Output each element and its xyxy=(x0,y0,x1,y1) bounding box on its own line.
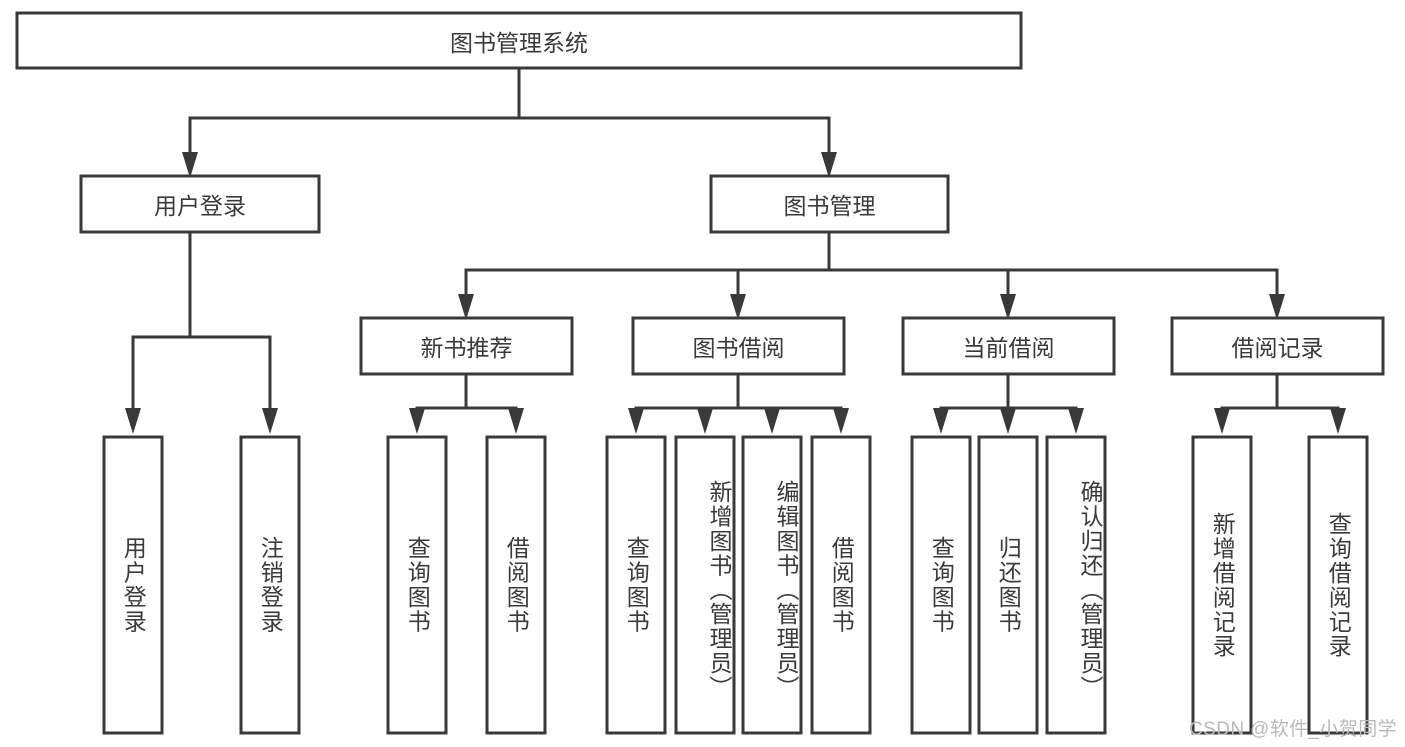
arrow-head-currentborrow-leaf-3 xyxy=(1068,408,1084,434)
arrow-head-currentborrow xyxy=(1000,294,1016,320)
connector-line-userlogin-1 xyxy=(131,232,192,412)
connector-newbook-to-leaves xyxy=(409,374,524,434)
connector-currentborrow-to-leaves xyxy=(933,374,1084,434)
node-box-leaf-borrow-book-2[interactable] xyxy=(810,435,872,735)
node-box-leaf-add-record[interactable] xyxy=(1191,435,1253,735)
arrow-head-borrowrecord xyxy=(1269,294,1285,320)
connector-line-currentborrow-1 xyxy=(939,374,1010,412)
node-box-book-borrow[interactable] xyxy=(631,316,846,376)
connector-line-bookmgmt-1 xyxy=(464,232,831,298)
arrow-head-borrowbook-leaf-3 xyxy=(764,408,780,434)
arrow-head-newbook-leaf-2 xyxy=(508,408,524,434)
arrow-head-bookmgmt xyxy=(821,152,837,178)
connector-line-root-bookmgmt xyxy=(519,116,831,155)
node-box-leaf-logout[interactable] xyxy=(239,435,301,735)
node-box-leaf-add-book[interactable] xyxy=(674,435,736,735)
node-box-leaf-query-book-2[interactable] xyxy=(605,435,667,735)
node-box-user-login[interactable] xyxy=(79,174,321,234)
arrow-head-currentborrow-leaf-1 xyxy=(933,408,949,434)
connector-line-borrowbook-4 xyxy=(738,406,843,412)
connector-line-currentborrow-3 xyxy=(1008,406,1078,412)
arrow-head-borrowbook-leaf-4 xyxy=(833,408,849,434)
node-box-leaf-query-book-1[interactable] xyxy=(386,435,448,735)
arrow-head-borrowrecord-leaf-2 xyxy=(1330,408,1346,434)
arrow-head-leaf-logout xyxy=(262,408,278,434)
connector-line-bookmgmt-3 xyxy=(829,268,1010,298)
connector-line-borrowrecord-2 xyxy=(1277,406,1340,412)
connector-bookmgmt-to-level3 xyxy=(458,232,1285,320)
connector-line-newbook-1 xyxy=(415,374,468,412)
node-box-leaf-return-book[interactable] xyxy=(977,435,1039,735)
connector-line-borrowrecord-1 xyxy=(1220,374,1279,412)
arrow-head-borrowrecord-leaf-1 xyxy=(1214,408,1230,434)
connector-line-borrowbook-1 xyxy=(634,374,740,412)
node-box-new-book-recommend[interactable] xyxy=(359,316,574,376)
node-box-leaf-query-record[interactable] xyxy=(1307,435,1369,735)
node-box-leaf-query-book-3[interactable] xyxy=(910,435,972,735)
node-box-root[interactable] xyxy=(15,11,1023,70)
node-box-book-management[interactable] xyxy=(709,174,950,234)
node-box-leaf-user-login[interactable] xyxy=(102,435,164,735)
connector-root-to-level2 xyxy=(182,68,837,178)
node-box-borrow-record[interactable] xyxy=(1170,316,1385,376)
connector-line-userlogin-2 xyxy=(190,335,272,412)
node-box-leaf-edit-book[interactable] xyxy=(741,435,803,735)
arrow-head-newbook xyxy=(458,294,474,320)
connector-borrowbook-to-leaves xyxy=(628,374,849,434)
node-box-leaf-borrow-book-1[interactable] xyxy=(485,435,547,735)
arrow-head-newbook-leaf-1 xyxy=(409,408,425,434)
connector-line-root-userlogin xyxy=(188,68,521,155)
connector-line-bookmgmt-2 xyxy=(736,268,829,298)
arrow-head-borrowbook xyxy=(730,294,746,320)
arrow-head-leaf-user-login xyxy=(125,408,141,434)
connector-userlogin-to-leaves xyxy=(125,232,278,434)
arrow-head-currentborrow-leaf-2 xyxy=(1000,408,1016,434)
arrow-head-borrowbook-leaf-2 xyxy=(697,408,713,434)
node-box-current-borrow[interactable] xyxy=(901,316,1116,376)
arrow-head-userlogin xyxy=(182,152,198,178)
arrow-head-borrowbook-leaf-1 xyxy=(628,408,644,434)
connector-borrowrecord-to-leaves xyxy=(1214,374,1346,434)
node-box-leaf-confirm-return[interactable] xyxy=(1045,435,1107,735)
watermark-text: CSDN @软件_小贺同学 xyxy=(1189,719,1397,740)
connector-line-bookmgmt-4 xyxy=(829,268,1279,298)
